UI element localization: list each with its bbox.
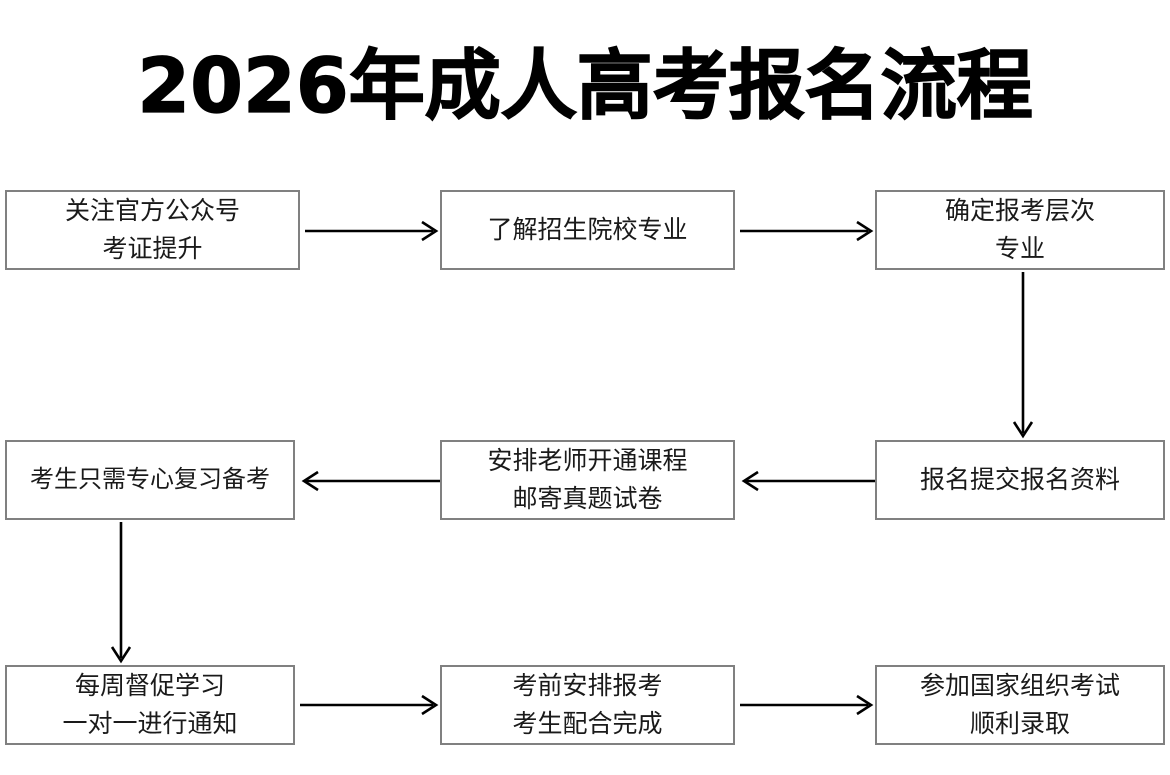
arrow-right-n2-n3	[740, 218, 875, 244]
flow-node-line: 了解招生院校专业	[487, 216, 688, 244]
arrow-right-n8-n9	[740, 692, 875, 718]
flow-node-submit-registration[interactable]: 报名提交报名资料	[875, 440, 1165, 520]
flow-node-line: 参加国家组织考试	[919, 672, 1120, 700]
flow-node-national-exam-admission[interactable]: 参加国家组织考试 顺利录取	[875, 665, 1165, 745]
flow-node-line: 邮寄真题试卷	[512, 485, 663, 513]
flow-node-line: 每周督促学习	[74, 672, 225, 700]
arrow-left-n6-n5	[740, 468, 875, 494]
flow-node-learn-schools-majors[interactable]: 了解招生院校专业	[440, 190, 735, 270]
arrow-left-n5-n4	[300, 468, 440, 494]
flow-node-follow-official-account[interactable]: 关注官方公众号 考证提升	[5, 190, 300, 270]
flow-node-line: 报名提交报名资料	[919, 466, 1120, 494]
flow-node-teacher-course-materials[interactable]: 安排老师开通课程 邮寄真题试卷	[440, 440, 735, 520]
flow-node-line: 考前安排报考	[512, 672, 663, 700]
flow-node-weekly-study-supervision[interactable]: 每周督促学习 一对一进行通知	[5, 665, 295, 745]
flow-node-line: 考生配合完成	[512, 710, 663, 738]
arrow-right-n1-n2	[305, 218, 440, 244]
flow-node-line: 关注官方公众号	[64, 197, 240, 225]
arrow-right-n7-n8	[300, 692, 440, 718]
page-title: 2026年成人高考报名流程	[137, 40, 1034, 130]
flow-node-student-focus-review[interactable]: 考生只需专心复习备考	[5, 440, 295, 520]
arrow-down-n3-n6	[1010, 272, 1036, 440]
flow-node-line: 顺利录取	[969, 710, 1070, 738]
flow-node-line: 专业	[994, 235, 1045, 263]
flow-node-line: 考证提升	[102, 235, 203, 263]
flow-node-pre-exam-arrangement[interactable]: 考前安排报考 考生配合完成	[440, 665, 735, 745]
arrow-down-n4-n7	[108, 522, 134, 665]
flow-node-line: 一对一进行通知	[62, 710, 238, 738]
flow-node-determine-level-major[interactable]: 确定报考层次 专业	[875, 190, 1165, 270]
flow-node-line: 考生只需专心复习备考	[30, 466, 270, 493]
flow-node-line: 确定报考层次	[944, 197, 1095, 225]
flow-node-line: 安排老师开通课程	[487, 447, 688, 475]
